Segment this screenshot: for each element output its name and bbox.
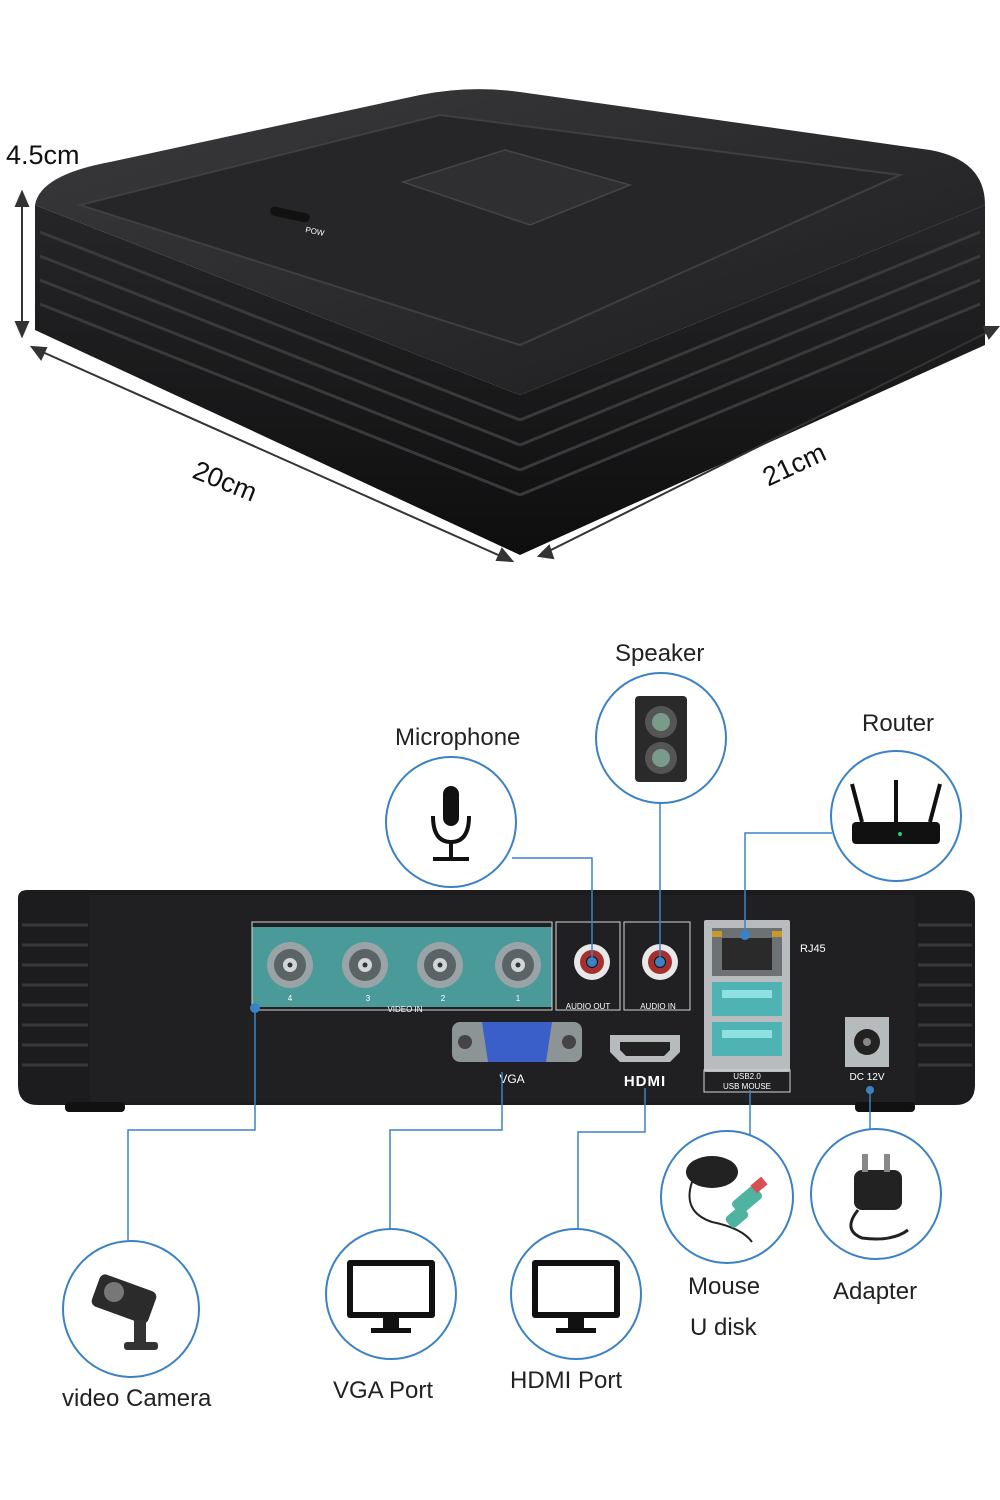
channel-3-label: 3: [366, 994, 371, 1003]
video-in-label: VIDEO IN: [387, 1005, 422, 1014]
adapter-label: Adapter: [833, 1278, 918, 1305]
dvr-rear-panel-section: 4 3 2 1 VIDEO IN AUDIO OUT AUDIO IN RJ45…: [0, 590, 1000, 1500]
adapter-circle: [810, 1128, 942, 1260]
mouse-label: Mouse: [688, 1273, 761, 1300]
channel-4-label: 4: [288, 994, 293, 1003]
dc-label: DC 12V: [849, 1072, 884, 1083]
speaker-circle: [595, 672, 727, 804]
rj45-label: RJ45: [800, 943, 826, 955]
monitor-icon: [347, 1260, 435, 1333]
vga-port-circle: [325, 1228, 457, 1360]
router-icon: [850, 780, 942, 844]
vga-connector: [452, 1022, 582, 1062]
power-label: POW: [305, 225, 326, 238]
height-dimension-label: 4.5cm: [6, 140, 80, 170]
microphone-circle: [385, 756, 517, 888]
u-disk-label: U disk: [690, 1314, 757, 1341]
microphone-icon: [431, 786, 471, 861]
usb-label-line2: USB MOUSE: [723, 1082, 771, 1091]
bnc-connectors: [267, 942, 541, 988]
router-circle: [830, 750, 962, 882]
channel-1-label: 1: [516, 994, 521, 1003]
vga-port-label: VGA Port: [333, 1377, 434, 1404]
audio-out-label: AUDIO OUT: [566, 1002, 611, 1011]
monitor-icon: [532, 1260, 620, 1333]
mouse-icon: [686, 1156, 768, 1243]
power-adapter-icon: [849, 1154, 909, 1241]
video-camera-circle: [62, 1240, 200, 1378]
video-camera-label: video Camera: [62, 1385, 212, 1412]
hdmi-port-label: HDMI Port: [510, 1367, 623, 1394]
speaker-icon: [635, 696, 687, 782]
audio-in-label: AUDIO IN: [640, 1002, 676, 1011]
usb-label-line1: USB2.0: [733, 1072, 761, 1081]
hdmi-connector: [610, 1035, 680, 1062]
camera-icon: [91, 1274, 158, 1350]
channel-2-label: 2: [441, 994, 446, 1003]
microphone-label: Microphone: [395, 724, 521, 751]
dvr-top-view: POW 4.5cm 20cm 21cm: [0, 0, 1000, 580]
mouse-u-disk-circle: [660, 1130, 794, 1264]
hdmi-port-circle: [510, 1228, 642, 1360]
vga-label: VGA: [499, 1072, 524, 1086]
router-label: Router: [862, 710, 935, 737]
rear-panel-drawing: 4 3 2 1 VIDEO IN AUDIO OUT AUDIO IN RJ45…: [18, 802, 975, 1240]
dvr-box-drawing: POW: [14, 89, 1000, 563]
speaker-label: Speaker: [615, 640, 705, 667]
hdmi-label: HDMI: [624, 1073, 666, 1090]
